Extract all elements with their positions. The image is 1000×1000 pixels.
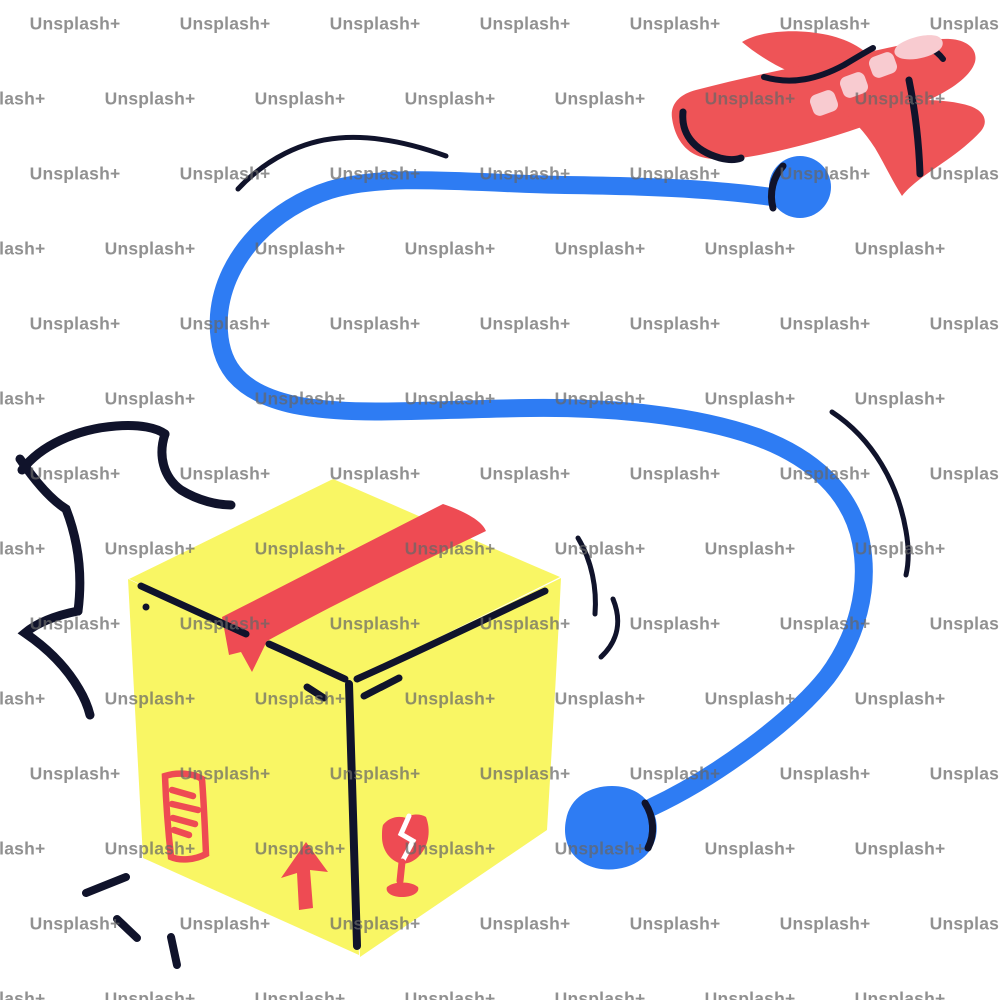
impact-lines: [82, 873, 181, 969]
route-start-dot-accent: [767, 162, 787, 212]
cardboard-box: [128, 479, 561, 957]
plane-window-1: [809, 90, 839, 116]
shipping-label-line-1: [168, 786, 197, 800]
motion-arc-top-left: [235, 134, 449, 192]
plane-wing-accent: [905, 76, 924, 178]
route-end-dot-icon: [565, 786, 657, 870]
box-edge-line-left2: [265, 640, 349, 683]
box-edge-line-right: [353, 587, 549, 683]
plane-window-2: [839, 72, 869, 98]
glass-base: [386, 882, 419, 897]
motion-arc-right: [829, 409, 911, 578]
plane-accent-lines: [679, 44, 946, 178]
shipping-label-line-4: [170, 826, 193, 839]
plane-near-wing: [843, 100, 985, 196]
route-start-dot-icon: [767, 156, 831, 218]
route-path: [209, 171, 873, 816]
box-front-edge-vertical: [345, 680, 361, 950]
route-start-dot: [769, 156, 831, 218]
shipping-label-icon: [161, 770, 210, 863]
box-edge-dash-left-face: [303, 683, 328, 702]
shipping-label-line-2: [168, 800, 202, 814]
burst-stroke-4: [17, 606, 95, 720]
plane-wing-root-line: [761, 45, 876, 84]
airplane-icon: [671, 31, 985, 196]
motion-arcs: [235, 134, 911, 660]
burst-stroke-1: [17, 421, 170, 475]
box-edge-lines: [137, 582, 549, 950]
motion-arc-box-corner-1: [575, 535, 598, 617]
fragile-broken-glass-icon: [382, 813, 429, 897]
impact-line-2: [113, 915, 141, 942]
box-edge-dot: [142, 603, 150, 611]
burst-stroke-3: [15, 454, 85, 616]
box-edge-line-left: [137, 582, 250, 638]
up-arrow-icon: [281, 842, 328, 910]
shipping-label-line-3: [169, 814, 199, 828]
glass-crack: [397, 813, 417, 863]
plane-window-3: [868, 52, 898, 78]
tape-strip: [222, 504, 486, 672]
burst-stroke-2: [157, 429, 236, 510]
shipping-label-outline: [161, 770, 210, 863]
route-end-dot-accent: [641, 799, 656, 852]
burst-outline: [15, 421, 236, 720]
impact-line-1: [82, 873, 130, 897]
plane-cockpit-window: [894, 35, 943, 60]
glass-stem: [396, 858, 406, 885]
plane-tail-accent: [679, 108, 745, 163]
box-edge-dash-right-face: [360, 674, 403, 700]
route-end-dot: [565, 786, 657, 870]
impact-line-3: [167, 933, 181, 969]
plane-windows: [809, 52, 898, 116]
motion-arc-box-corner-2: [598, 596, 621, 660]
